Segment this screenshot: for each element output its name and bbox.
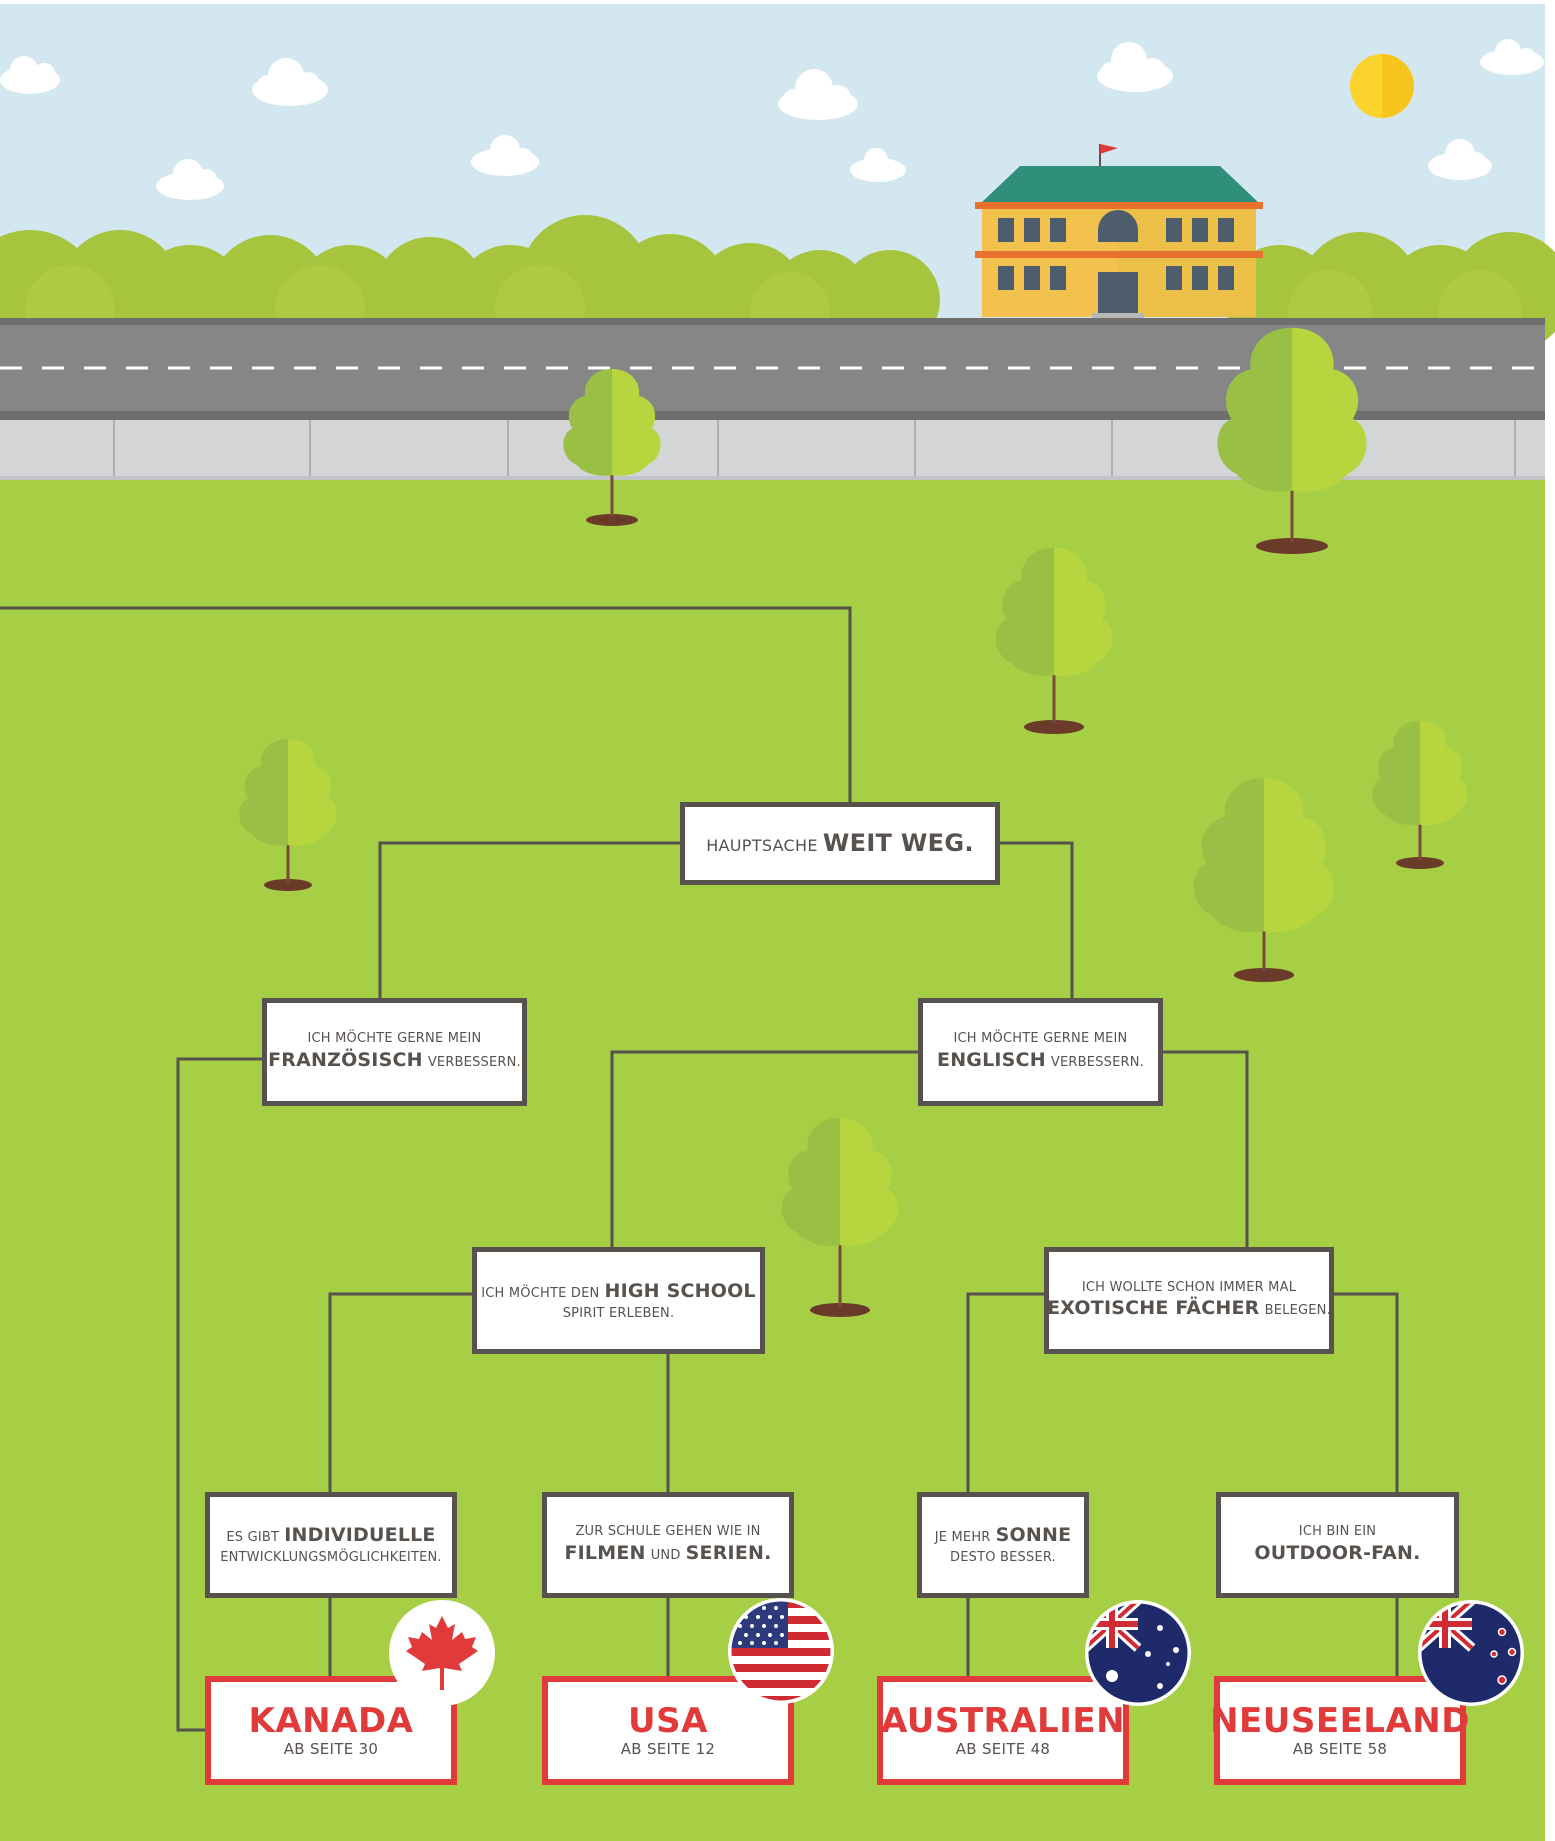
exotic-line1: ICH WOLLTE SCHON IMMER MAL <box>1081 1279 1297 1295</box>
individual-bold: INDIVIDUELLE <box>284 1524 436 1547</box>
french-bold: FRANZÖSISCH <box>268 1048 423 1071</box>
box-english: ICH MÖCHTE GERNE MEIN ENGLISCH VERBESSER… <box>918 998 1163 1106</box>
sun-pre: JE MEHR <box>934 1530 991 1546</box>
result-canada-page: AB SEITE 30 <box>283 1740 379 1759</box>
result-usa-name: USA <box>628 1700 708 1741</box>
highschool-pre: ICH MÖCHTE DEN <box>481 1285 600 1301</box>
grass <box>0 478 1545 1841</box>
exotic-bold: EXOTISCHE FÄCHER <box>1047 1297 1260 1320</box>
result-new-zealand-page: AB SEITE 58 <box>1292 1740 1388 1759</box>
films-mid: UND <box>650 1547 681 1563</box>
exotic-post: BELEGEN. <box>1264 1303 1331 1319</box>
box-exotic-subjects: ICH WOLLTE SCHON IMMER MAL EXOTISCHE FÄC… <box>1044 1247 1334 1354</box>
english-line1: ICH MÖCHTE GERNE MEIN <box>953 1031 1128 1047</box>
clouds <box>0 39 1544 200</box>
box-individual: ES GIBT INDIVIDUELLE ENTWICKLUNGSMÖGLICH… <box>205 1492 457 1598</box>
french-post: VERBESSERN. <box>427 1054 521 1070</box>
connector-lines <box>0 606 1399 1732</box>
english-bold: ENGLISCH <box>937 1048 1046 1071</box>
school-building-icon <box>975 144 1263 321</box>
films-line1: ZUR SCHULE GEHEN WIE IN <box>575 1524 761 1540</box>
highschool-bold: HIGH SCHOOL <box>604 1279 756 1302</box>
french-line1: ICH MÖCHTE GERNE MEIN <box>307 1031 482 1047</box>
individual-line2: ENTWICKLUNGSMÖGLICHKEITEN. <box>220 1550 442 1566</box>
box-high-school: ICH MÖCHTE DEN HIGH SCHOOL SPIRIT ERLEBE… <box>472 1247 765 1354</box>
box-root-far-away: HAUPTSACHE WEIT WEG. <box>680 802 1000 885</box>
result-australia[interactable]: AUSTRALIEN AB SEITE 48 <box>877 1676 1129 1785</box>
english-post: VERBESSERN. <box>1050 1054 1144 1070</box>
result-canada-name: KANADA <box>248 1700 414 1741</box>
trees <box>239 327 1468 1317</box>
result-australia-name: AUSTRALIEN <box>880 1700 1126 1741</box>
films-bold1: FILMEN <box>564 1541 646 1564</box>
box-outdoor: ICH BIN EIN OUTDOOR-FAN. <box>1216 1492 1459 1598</box>
outdoor-line1: ICH BIN EIN <box>1298 1524 1377 1540</box>
result-australia-page: AB SEITE 48 <box>955 1740 1051 1759</box>
root-pre: HAUPTSACHE <box>706 836 818 856</box>
box-films: ZUR SCHULE GEHEN WIE IN FILMEN UND SERIE… <box>542 1492 794 1598</box>
outdoor-bold: OUTDOOR-FAN. <box>1254 1541 1421 1564</box>
box-sun: JE MEHR SONNE DESTO BESSER. <box>917 1492 1089 1598</box>
sun-line2: DESTO BESSER. <box>950 1550 1056 1566</box>
box-french: ICH MÖCHTE GERNE MEIN FRANZÖSISCH VERBES… <box>262 998 527 1106</box>
highschool-line2: SPIRIT ERLEBEN. <box>562 1305 675 1321</box>
films-bold2: SERIEN. <box>685 1541 772 1564</box>
result-usa-page: AB SEITE 12 <box>620 1740 716 1759</box>
result-usa[interactable]: USA AB SEITE 12 <box>542 1676 794 1785</box>
result-new-zealand[interactable]: NEUSEELAND AB SEITE 58 <box>1210 1676 1469 1785</box>
root-bold: WEIT WEG. <box>822 829 974 858</box>
result-canada[interactable]: KANADA AB SEITE 30 <box>205 1676 457 1785</box>
individual-pre: ES GIBT <box>226 1530 280 1546</box>
result-new-zealand-name: NEUSEELAND <box>1210 1700 1470 1741</box>
sun-bold: SONNE <box>995 1524 1072 1547</box>
